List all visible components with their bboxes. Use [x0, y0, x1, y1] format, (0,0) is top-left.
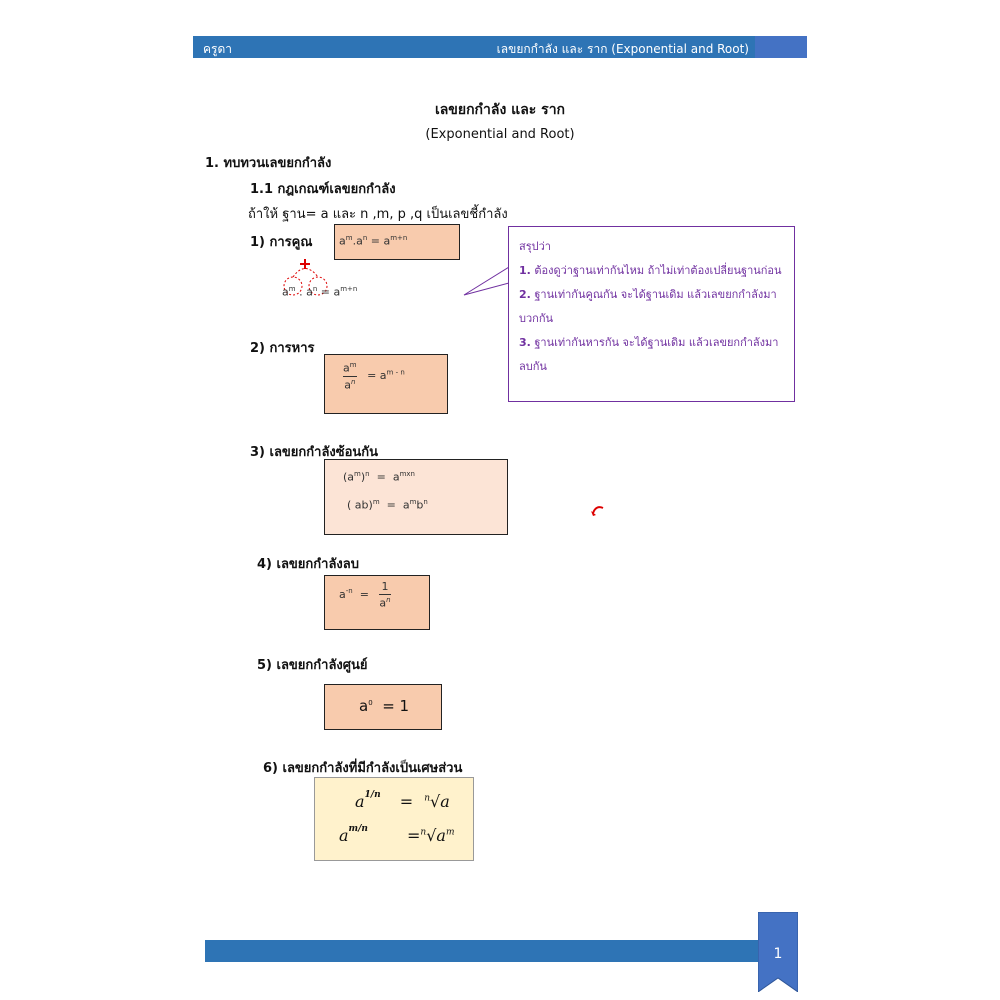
header-bar: ครูดา เลขยกกำลัง และ ราก (Exponential an… — [193, 36, 807, 58]
header-title: เลขยกกำลัง และ ราก (Exponential and Root… — [496, 42, 749, 56]
page-title: เลขยกกำลัง และ ราก — [434, 102, 566, 118]
rule-5-formula: a0 = 1 — [359, 697, 410, 715]
summary-line-3: 3. ฐานเท่ากันหารกัน จะได้ฐานเดิม แล้วเลข… — [519, 333, 778, 351]
rule-4-label: 4) เลขยกกำลังลบ — [257, 557, 360, 572]
rule-1-annotation-diagram — [283, 259, 328, 296]
header-author: ครูดา — [203, 42, 233, 56]
page-number: 1 — [773, 946, 783, 962]
summary-line-3b: ลบกัน — [519, 360, 547, 373]
summary-line-2b: บวกกัน — [519, 312, 553, 325]
summary-line-2-text: ฐานเท่ากันคูณกัน จะได้ฐานเดิม แล้วเลขยกก… — [534, 288, 777, 301]
summary-line-2-number: 2. — [519, 288, 531, 301]
rule-3-formula-box: (am)n = amxn ( ab)m = ambn — [324, 459, 508, 535]
undo-mark-icon — [591, 506, 604, 516]
rule-1-example: am . an = am+n — [282, 285, 358, 299]
rule-6-formula-b: am/n =n√am — [339, 824, 455, 845]
rule-1-formula-box: am.an = am+n — [334, 224, 460, 260]
subsection-heading: 1.1 กฎเกณฑ์เลขยกกำลัง — [250, 182, 396, 197]
footer-bar — [205, 940, 765, 962]
page-subtitle: (Exponential and Root) — [425, 127, 575, 142]
rule-5-formula-box: a0 = 1 — [324, 684, 442, 730]
rule-1-label: 1) การคูณ — [250, 235, 313, 250]
rule-1-formula: am.an = am+n — [339, 234, 408, 248]
summary-line-2: 2. ฐานเท่ากันคูณกัน จะได้ฐานเดิม แล้วเลข… — [519, 285, 777, 303]
summary-line-3-text: ฐานเท่ากันหารกัน จะได้ฐานเดิม แล้วเลขยกก… — [534, 336, 779, 349]
rule-6-formula-a: a1/n = n√a — [355, 790, 450, 811]
rule-3-formula-a: (am)n = amxn — [343, 470, 415, 484]
callout-pointer — [463, 266, 510, 296]
rule-3-label: 3) เลขยกกำลังซ้อนกัน — [250, 445, 379, 460]
rule-6-formula-box: a1/n = n√a am/n =n√am — [314, 777, 474, 861]
summary-line-1-text: ต้องดูว่าฐานเท่ากันไหม ถ้าไม่เท่าต้องเปล… — [534, 264, 782, 277]
rule-6-label: 6) เลขยกกำลังที่มีกำลังเป็นเศษส่วน — [263, 761, 463, 776]
rule-3-formula-b: ( ab)m = ambn — [347, 498, 428, 512]
summary-line-1: 1. ต้องดูว่าฐานเท่ากันไหม ถ้าไม่เท่าต้อง… — [519, 261, 782, 279]
rule-5-label: 5) เลขยกกำลังศูนย์ — [257, 658, 368, 673]
given-text: ถ้าให้ ฐาน= a และ n ,m, p ,q เป็นเลขชี้ก… — [248, 207, 508, 222]
summary-title: สรุปว่า — [519, 240, 551, 253]
section-heading: 1. ทบทวนเลขยกกำลัง — [205, 156, 332, 171]
page-number-tab — [758, 912, 798, 992]
summary-callout: สรุปว่า 1. ต้องดูว่าฐานเท่ากันไหม ถ้าไม่… — [508, 226, 795, 402]
rule-2-label: 2) การหาร — [250, 341, 315, 356]
summary-line-3-number: 3. — [519, 336, 531, 349]
header-accent — [755, 36, 807, 58]
summary-line-1-number: 1. — [519, 264, 531, 277]
